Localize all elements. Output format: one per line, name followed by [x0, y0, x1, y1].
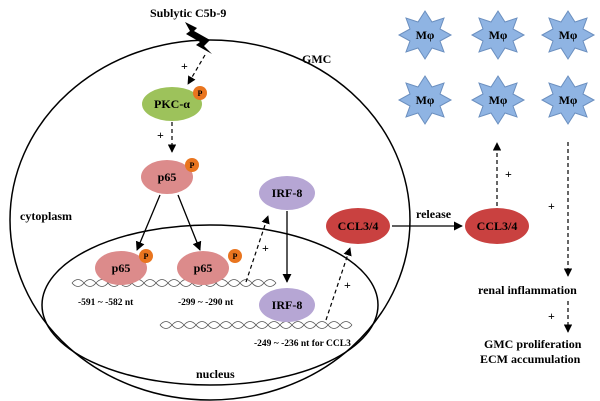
ccl34-label: CCL3/4 — [477, 219, 518, 233]
macrophage-cell: Mφ — [541, 75, 595, 125]
svg-text:Mφ: Mφ — [489, 93, 508, 107]
gmc-label: GMC — [302, 52, 331, 66]
phospho-badge — [139, 249, 153, 263]
pkc-alpha-label: PKC-α — [154, 97, 190, 111]
p65-cytoplasmic-node — [141, 160, 193, 194]
svg-text:Mφ: Mφ — [559, 93, 578, 107]
plus-sign: + — [505, 167, 512, 181]
plus-sign: + — [262, 241, 269, 255]
release-label: release — [416, 207, 452, 221]
ccl34-label: CCL3/4 — [338, 219, 379, 233]
p65-label: p65 — [112, 261, 131, 275]
ccl34-secreted-node — [465, 208, 529, 244]
binding-site-label: -249 ~ -236 nt for CCL3 — [254, 339, 351, 349]
svg-text:Mφ: Mφ — [489, 28, 508, 42]
nucleus-membrane — [41, 224, 379, 386]
macrophage-cell: Mφ — [471, 10, 525, 60]
plus-sign: + — [181, 59, 188, 73]
nucleus-label: nucleus — [196, 367, 235, 381]
binding-site-label: -591 ~ -582 nt — [78, 298, 134, 308]
irf8-label: IRF-8 — [272, 186, 303, 200]
irf8-cytoplasmic-node — [259, 176, 315, 210]
irf8-nuclear-node — [259, 288, 315, 322]
phospho-label: P — [190, 161, 195, 170]
p65-nuclear-node — [177, 251, 229, 285]
outcome-ecm-accumulation: ECM accumulation — [480, 352, 581, 366]
plus-sign: + — [548, 199, 555, 213]
macrophage-cell: Mφ — [398, 10, 452, 60]
svg-text:Mφ: Mφ — [559, 28, 578, 42]
macrophage-cell: Mφ — [398, 75, 452, 125]
phospho-badge — [193, 86, 207, 100]
macrophage-cell: Mφ — [471, 75, 525, 125]
svg-text:Mφ: Mφ — [416, 93, 435, 107]
cytoplasm-label: cytoplasm — [20, 209, 72, 223]
p65-label: p65 — [158, 170, 177, 184]
plus-sign: + — [548, 309, 555, 323]
phospho-label: P — [233, 252, 238, 261]
outcome-gmc-proliferation: GMC proliferation — [484, 337, 582, 351]
phospho-badge — [228, 249, 242, 263]
lightning-bolt-icon — [185, 22, 212, 54]
ccl34-intracellular-node — [326, 208, 390, 244]
dna-strand — [159, 321, 353, 329]
phospho-badge — [185, 158, 199, 172]
pkc-alpha-node — [142, 87, 202, 121]
p65-nuclear-node — [95, 251, 147, 285]
plus-sign: + — [157, 128, 164, 142]
phospho-label: P — [144, 252, 149, 261]
p65-label: p65 — [194, 261, 213, 275]
binding-site-label: -299 ~ -290 nt — [178, 298, 234, 308]
outcome-renal-inflammation: renal inflammation — [478, 283, 577, 297]
macrophage-cell: Mφ — [541, 10, 595, 60]
dna-strand — [71, 279, 277, 287]
irf8-label: IRF-8 — [272, 298, 303, 312]
stimulus-label: Sublytic C5b-9 — [150, 6, 226, 20]
plus-sign: + — [344, 278, 351, 292]
phospho-label: P — [198, 89, 203, 98]
svg-text:Mφ: Mφ — [416, 28, 435, 42]
